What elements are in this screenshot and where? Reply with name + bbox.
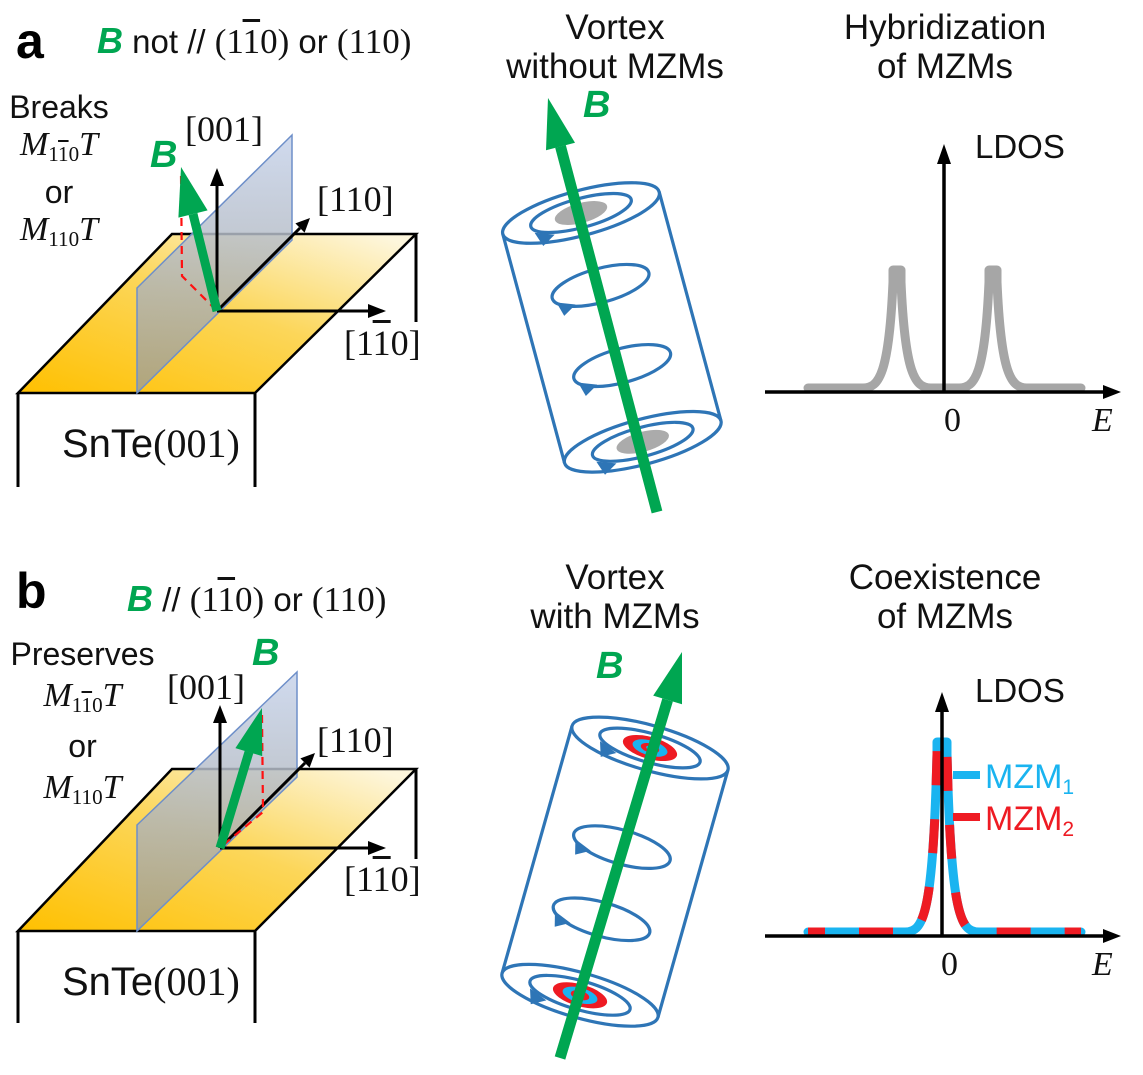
axis-1b10-label: [110]: [344, 323, 421, 363]
axis-110-label: [110]: [317, 720, 394, 760]
b-field-arrow: [215, 750, 254, 850]
zero-tick-label: 0: [941, 946, 958, 983]
panel-a-label: a: [16, 13, 44, 69]
panel-b-symmetry-text: Preserves M110T or M110T: [0, 634, 165, 818]
ldos-curve-mzm2: [808, 737, 1081, 937]
circulation-arrowhead: [530, 988, 547, 1005]
b-field-line: [555, 144, 663, 514]
vortex-diagram-a: [500, 98, 723, 514]
circulation-arrowhead: [575, 839, 591, 855]
b-field-label: B: [150, 134, 178, 176]
b-field-label: B: [583, 84, 611, 126]
axis-001-label: [001]: [167, 667, 245, 707]
b-field-arrowhead: [546, 98, 575, 151]
y-axis-arrowhead: [935, 692, 949, 712]
energy-axis-label: E: [1092, 946, 1113, 983]
circulation-arrowhead: [534, 232, 555, 246]
ldos-axis-label: LDOS: [975, 128, 1065, 165]
energy-axis-label: E: [1092, 402, 1113, 439]
legend-mzm2: MZM2: [953, 800, 1074, 842]
zero-tick-label: 0: [944, 402, 961, 439]
circulation-arrowhead: [578, 382, 598, 397]
circulation-arrowhead: [554, 911, 571, 927]
panel-b-label: b: [16, 563, 47, 619]
circulation-arrowhead: [599, 741, 617, 757]
b-field-arrowhead: [653, 652, 682, 705]
b-field-symbol: B: [127, 578, 153, 619]
y-axis-arrowhead: [937, 144, 951, 164]
x-axis-arrowhead: [1103, 929, 1121, 943]
circulation-arrowhead: [596, 461, 617, 475]
b-field-line: [554, 698, 673, 1060]
axis-001-label: [001]: [185, 109, 263, 149]
symmetry-verb: Breaks: [9, 89, 109, 125]
mzm1-dash-swatch: [953, 771, 980, 779]
b-field-label: B: [252, 632, 280, 674]
substrate-label: SnTe(001): [62, 421, 240, 466]
axis-1b10-arrowhead: [368, 304, 386, 318]
b-field-label: B: [596, 645, 624, 687]
b-field-arrowhead: [235, 708, 263, 757]
ldos-plot-a: [765, 144, 1121, 399]
mirror-plane: [136, 133, 293, 395]
axis-1b10-label: [110]: [344, 859, 421, 899]
axis-001-arrowhead: [213, 705, 227, 723]
panel-a-condition: B not // (110) or (110): [97, 20, 412, 61]
b-field-arrowhead: [178, 167, 208, 218]
mirror-operator-1: M110T: [43, 677, 122, 717]
crystal-axes: [215, 182, 372, 313]
axis-110-label: [110]: [317, 179, 394, 219]
ldos-axis-label: LDOS: [975, 672, 1065, 709]
b-field-arrow: [188, 212, 222, 313]
ldos-plot-b: [765, 692, 1121, 943]
mirror-operator-2: M110T: [19, 210, 99, 251]
axis-001-arrowhead: [210, 168, 224, 186]
symmetry-verb: Preserves: [10, 636, 155, 672]
panel-b-condition: B // (110) or (110): [127, 578, 387, 619]
mirror-operator-2: M110T: [43, 768, 122, 809]
circulation-arrowhead: [556, 302, 576, 316]
axis-110-arrowhead: [300, 753, 315, 768]
axis-1b10-arrowhead: [368, 841, 386, 855]
or-text: or: [44, 173, 74, 210]
vortex-diagram-b: [500, 652, 730, 1060]
b-field-symbol: B: [97, 20, 123, 61]
b-projection-dashed: [221, 714, 265, 847]
mirror-operator-1: M110T: [19, 126, 99, 166]
panel-a-symmetry-text: Breaks M110T or M110T: [0, 88, 118, 258]
substrate-label: SnTe(001): [62, 959, 240, 1004]
or-text: or: [68, 727, 97, 764]
x-axis-arrowhead: [1103, 385, 1121, 399]
mzm2-dash-swatch: [953, 813, 980, 821]
legend-mzm1: MZM1: [953, 758, 1074, 800]
crystal-diagram-a: [15, 133, 420, 487]
crystal-diagram-b: [15, 670, 420, 1023]
axis-110-arrowhead: [295, 218, 310, 233]
